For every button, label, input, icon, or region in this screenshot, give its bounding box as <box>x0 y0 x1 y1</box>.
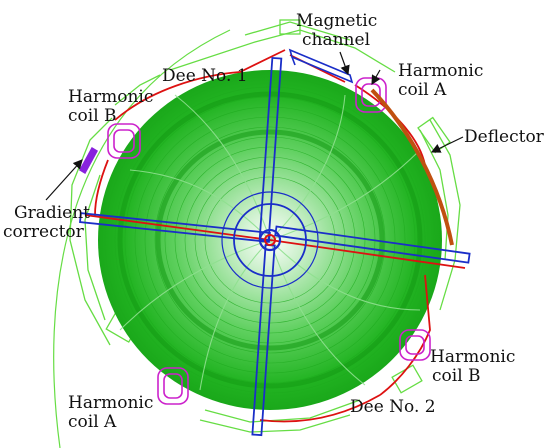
magnetic-channel <box>288 48 354 84</box>
harmonic-coil-a-bottom <box>157 367 189 405</box>
deflector <box>370 88 454 246</box>
label-harmonic-coil-a-bottom-2: coil A <box>68 412 117 432</box>
leader-arrows <box>45 51 464 201</box>
gradient-corrector <box>78 146 99 175</box>
harmonic-coil-b-right <box>399 329 431 361</box>
label-harmonic-coil-a-bottom: Harmonic <box>68 393 153 413</box>
probes <box>79 56 471 437</box>
extraction-line <box>53 29 231 448</box>
label-deflector: Deflector <box>464 127 545 147</box>
label-harmonic-coil-b-right-2: coil B <box>432 366 481 386</box>
label-harmonic-coil-a-top: Harmonic <box>398 61 483 81</box>
label-magnetic-channel: Magnetic <box>296 11 377 31</box>
label-dee-no-1: Dee No. 1 <box>162 66 248 86</box>
label-magnetic-channel-2: channel <box>302 30 370 50</box>
label-harmonic-coil-b-left-2: coil B <box>68 106 117 126</box>
label-gradient-corrector: Gradient <box>14 203 90 223</box>
harmonic-coil-b-left <box>107 123 141 159</box>
harmonic-coil-a-top <box>355 77 387 113</box>
label-harmonic-coil-b-left: Harmonic <box>68 87 153 107</box>
label-gradient-corrector-2: corrector <box>3 222 85 242</box>
harmonic-coils <box>107 77 431 405</box>
label-harmonic-coil-b-right: Harmonic <box>430 347 515 367</box>
label-dee-no-2: Dee No. 2 <box>350 397 436 417</box>
label-harmonic-coil-a-top-2: coil A <box>398 80 447 100</box>
